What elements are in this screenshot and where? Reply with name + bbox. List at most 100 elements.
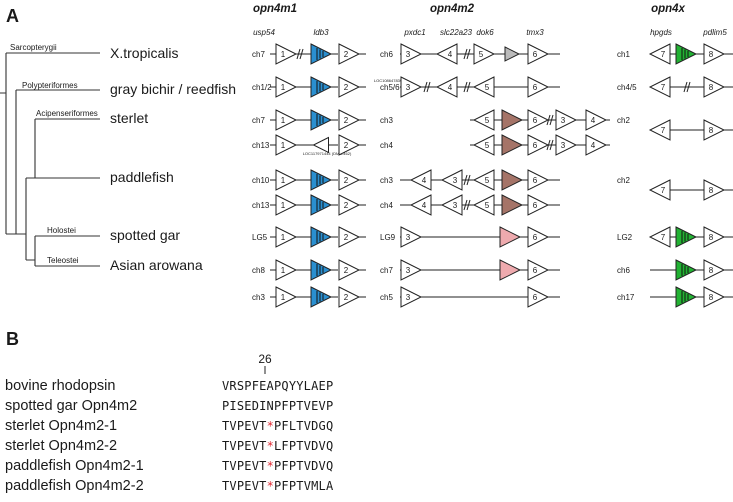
chromosome-label-x: ch6 (617, 266, 630, 275)
chromosome-label-m2: ch4 (380, 141, 393, 150)
deletion-star: * (267, 419, 274, 433)
gene-label-pxdc1: pxdc1 (403, 28, 425, 37)
gene-arrow (275, 259, 298, 281)
sequence-prefix: TVPEVT (222, 439, 267, 453)
gene-arrow (400, 259, 423, 281)
gene-number: 4 (422, 201, 427, 210)
gene-number: 4 (422, 176, 427, 185)
gene-arrow (400, 76, 423, 98)
gene-arrow (703, 43, 726, 65)
gene-number: 6 (533, 233, 538, 242)
sequence-text: TVPEVT*PFLTVDGQ (222, 419, 333, 433)
gene-arrow (648, 76, 671, 98)
gene-number: 5 (479, 50, 484, 59)
gene-number: 5 (485, 141, 490, 150)
gene-arrow (527, 109, 550, 131)
gene-number: 6 (533, 50, 538, 59)
gene-number: 6 (533, 176, 538, 185)
gene-arrow (703, 226, 726, 248)
chromosome-label-m2: ch6 (380, 50, 393, 59)
opn4m2-gene-arrow (501, 134, 524, 156)
chromosome-label-m2: ch5 (380, 293, 393, 302)
gene-number: 1 (281, 141, 286, 150)
sequence-prefix: PISEDINPFPTVEVP (222, 399, 333, 413)
sequence-text: VRSPFEAPQYYLAEP (222, 379, 333, 393)
gene-label-dok6: dok6 (476, 28, 494, 37)
sequence-name: bovine rhodopsin (5, 378, 115, 394)
gene-arrow (275, 109, 298, 131)
opn4m1-gene-arrow (310, 169, 333, 191)
sequence-suffix: LFPTVDVQ (274, 439, 333, 453)
clade-label-acipenseriformes: Acipenseriformes (36, 109, 98, 118)
gene-number: 8 (709, 126, 714, 135)
sequence-text: TVPEVT*PFPTVDVQ (222, 459, 333, 473)
species-label-spotted-gar: spotted gar (110, 227, 180, 243)
breakpoint-mark (426, 81, 431, 93)
gene-number: 1 (281, 233, 286, 242)
gene-arrow (703, 259, 726, 281)
chromosome-label-m1: ch7 (252, 116, 265, 125)
gene-number: 5 (485, 83, 490, 92)
gene-number: 5 (485, 176, 490, 185)
gene-number: 8 (709, 83, 714, 92)
gene-arrow (472, 76, 495, 98)
opn4x-gene-arrow (675, 286, 698, 308)
gene-arrow (338, 259, 361, 281)
gene-arrow (338, 169, 361, 191)
opn4m1-gene-arrow (310, 76, 333, 98)
sequence-text: TVPEVT*LFPTVDVQ (222, 439, 333, 453)
gene-arrow (275, 134, 298, 156)
gene-arrow (527, 194, 550, 216)
gene-number: 3 (406, 50, 411, 59)
breakpoint-mark (423, 81, 428, 93)
sequence-name: sterlet Opn4m2-2 (5, 438, 117, 454)
gene-arrow (527, 169, 550, 191)
gene-number: 8 (709, 293, 714, 302)
gene-number: 2 (344, 83, 349, 92)
sequence-prefix: TVPEVT (222, 459, 267, 473)
sequence-suffix: PFPTVMLA (274, 479, 334, 493)
gene-number: 6 (533, 293, 538, 302)
gene-number: 3 (453, 176, 458, 185)
deletion-star: * (267, 459, 274, 473)
breakpoint-mark (466, 174, 471, 186)
gene-arrow (275, 286, 298, 308)
gene-number: 6 (533, 116, 538, 125)
gene-arrow (338, 226, 361, 248)
gene-number: 8 (709, 50, 714, 59)
gene-number: 8 (709, 266, 714, 275)
gene-label-ldb3: ldb3 (313, 28, 329, 37)
gene-arrow (338, 76, 361, 98)
chromosome-label-m2: ch3 (380, 176, 393, 185)
gene-arrow (703, 286, 726, 308)
chromosome-label-m1: ch7 (252, 50, 265, 59)
breakpoint-mark (549, 139, 554, 151)
gene-number: 8 (709, 233, 714, 242)
gene-arrow (409, 169, 432, 191)
opn4m2-gene-arrow (501, 194, 524, 216)
opn4m1-gene-arrow (310, 194, 333, 216)
chromosome-label-m2: LG9 (380, 233, 396, 242)
chromosome-label-x: ch17 (617, 293, 635, 302)
opn4x-gene-arrow (675, 43, 698, 65)
gene-arrow (409, 194, 432, 216)
gene-number: 6 (533, 201, 538, 210)
gene-number: 7 (661, 233, 666, 242)
gene-arrow (275, 76, 298, 98)
sequence-name: paddlefish Opn4m2-1 (5, 458, 144, 474)
gene-number: 2 (344, 293, 349, 302)
gene-number: 7 (661, 186, 666, 195)
chromosome-label-x: LG2 (617, 233, 633, 242)
gene-arrow (473, 43, 496, 65)
species-label-asian-arowana: Asian arowana (110, 257, 203, 273)
loc-note-sterlet: LOC117971444 (DMB-462) (303, 151, 352, 156)
gene-number: 3 (406, 266, 411, 275)
gene-number: 6 (533, 83, 538, 92)
sequence-prefix: TVPEVT (222, 419, 267, 433)
breakpoint-mark (466, 199, 471, 211)
gene-number: 3 (406, 233, 411, 242)
loc-note-xtropicalis: LOC108647839 (374, 78, 403, 83)
gene-arrow (648, 179, 671, 201)
opn4m1-gene-arrow (310, 286, 333, 308)
